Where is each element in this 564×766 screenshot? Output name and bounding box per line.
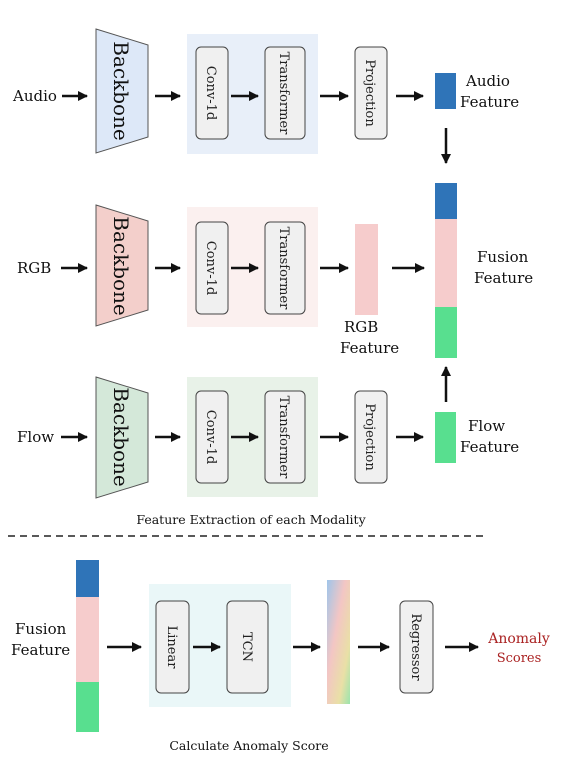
anomaly-label-2: Scores <box>497 651 542 666</box>
bottom-fusion-flow-segment <box>76 682 99 732</box>
bottom-fusion-label-2: Feature <box>11 641 70 659</box>
rgb-transformer-block <box>264 221 306 315</box>
audio-transformer-block <box>264 46 306 140</box>
rgb-backbone <box>95 204 149 327</box>
flow-projection-label: Projection <box>362 403 377 471</box>
audio-conv-label: Conv-1d <box>203 66 218 120</box>
rgb-feature-label-1: RGB <box>344 318 378 336</box>
rgb-conv-label: Conv-1d <box>203 241 218 295</box>
flow-backbone <box>95 376 149 499</box>
bottom-fusion-audio-segment <box>76 560 99 597</box>
audio-feature-label-2: Feature <box>460 93 519 111</box>
audio-projection-label: Projection <box>362 59 377 127</box>
anomaly-label-1: Anomaly <box>487 631 550 647</box>
audio-transformer-label: Transformer <box>276 52 291 136</box>
audio-backbone <box>95 28 149 154</box>
fusion-rgb-segment <box>435 219 457 307</box>
linear-label: Linear <box>164 626 179 670</box>
audio-input-label: Audio <box>12 87 57 105</box>
flow-row: Flow Backbone Conv-1d Transformer Projec… <box>17 366 519 499</box>
audio-projection-block <box>354 46 388 140</box>
anomaly-score-section: Fusion Feature Linear TCN Regressor Anom… <box>11 560 550 753</box>
audio-row: Audio Backbone Conv-1d Transformer Proje… <box>12 28 519 164</box>
rgb-feature-label-2: Feature <box>340 339 399 357</box>
flow-conv-label: Conv-1d <box>203 410 218 464</box>
fusion-label-1: Fusion <box>477 248 529 266</box>
fusion-audio-segment <box>435 183 457 219</box>
audio-feature-label-1: Audio <box>465 72 510 90</box>
regressor-block <box>399 600 434 694</box>
tcn-label: TCN <box>239 632 254 662</box>
flow-feature-bar <box>435 412 456 463</box>
rgb-feature-bar <box>355 224 378 315</box>
flow-feature-label-1: Flow <box>468 417 505 435</box>
flow-input-label: Flow <box>17 428 54 446</box>
flow-feature-label-2: Feature <box>460 438 519 456</box>
fusion-feature: Fusion Feature <box>435 183 533 358</box>
audio-conv-block <box>195 46 229 140</box>
rgb-conv-block <box>195 221 229 315</box>
rgb-input-label: RGB <box>17 259 51 277</box>
flow-backbone-label: Backbone <box>109 387 133 487</box>
tcn-block <box>226 600 269 694</box>
rgb-transformer-label: Transformer <box>276 227 291 311</box>
bottom-fusion-rgb-segment <box>76 597 99 682</box>
tcn-output-bar <box>327 580 350 704</box>
rgb-backbone-label: Backbone <box>109 216 133 316</box>
regressor-label: Regressor <box>408 613 423 681</box>
flow-transformer-block <box>264 390 306 484</box>
section1-caption: Feature Extraction of each Modality <box>136 512 366 527</box>
rgb-row: RGB Backbone Conv-1d Transformer RGB Fea… <box>17 204 425 357</box>
fusion-label-2: Feature <box>474 269 533 287</box>
linear-block <box>155 600 190 694</box>
flow-projection-block <box>354 390 388 484</box>
audio-backbone-label: Backbone <box>109 41 133 141</box>
flow-transformer-label: Transformer <box>276 396 291 480</box>
section2-caption: Calculate Anomaly Score <box>169 738 328 753</box>
flow-conv-block <box>195 390 229 484</box>
bottom-fusion-label-1: Fusion <box>15 620 67 638</box>
fusion-flow-segment <box>435 307 457 358</box>
audio-feature-bar <box>435 73 456 109</box>
